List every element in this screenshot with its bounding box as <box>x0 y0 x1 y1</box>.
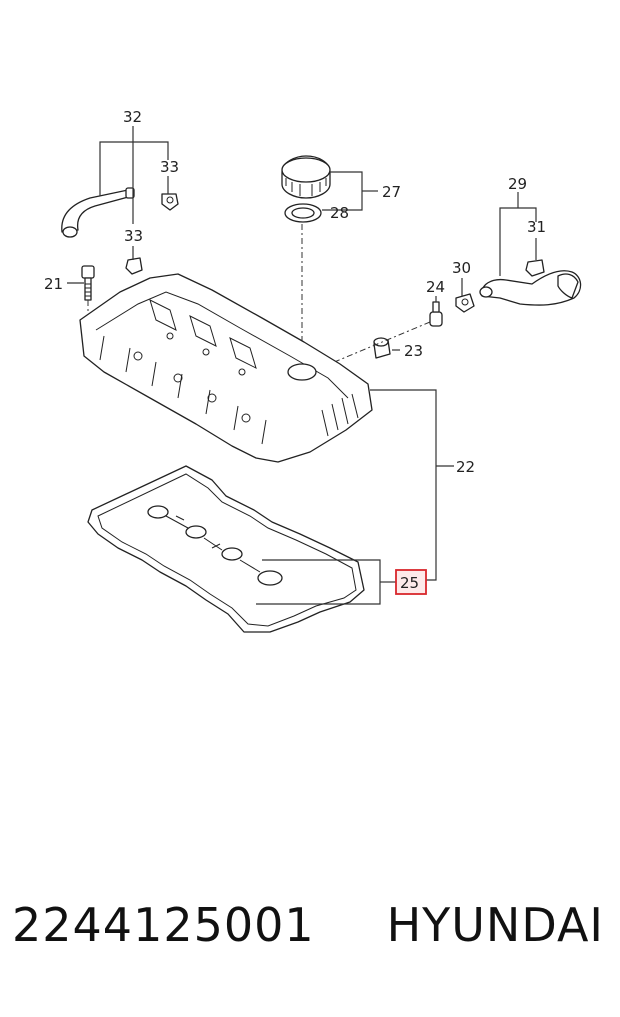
callout-33-upper: 33 <box>160 158 179 176</box>
breather-hose-32 <box>61 187 135 238</box>
callout-24: 24 <box>426 278 445 296</box>
brand-name: HYUNDAI <box>386 898 604 952</box>
callout-22: 22 <box>456 458 475 476</box>
callout-21: 21 <box>44 275 63 293</box>
callout-27: 27 <box>382 183 401 201</box>
callout-31: 31 <box>527 218 546 236</box>
exploded-parts-diagram: 32 33 33 21 27 28 29 31 30 <box>44 108 582 633</box>
part-number: 2244125001 <box>12 898 315 952</box>
footer: 2244125001 HYUNDAI <box>0 898 620 978</box>
grommet-23 <box>373 337 391 359</box>
hose-clamp-31 <box>525 259 545 277</box>
pcv-valve-24 <box>429 301 443 327</box>
cover-gasket-25 <box>87 465 365 633</box>
callout-29: 29 <box>508 175 527 193</box>
callout-25-highlight-box <box>395 569 427 595</box>
hose-clamp-33-upper <box>161 193 179 211</box>
callout-33-lower: 33 <box>124 227 143 245</box>
callout-30: 30 <box>452 259 471 277</box>
callout-25: 25 <box>400 574 419 592</box>
hose-clamp-30 <box>455 293 475 313</box>
hose-clamp-33-lower <box>125 257 143 275</box>
oil-filler-cap-27 <box>281 155 331 199</box>
callout-32: 32 <box>123 108 142 126</box>
cap-gasket-28 <box>284 203 322 223</box>
breather-hose-29 <box>479 270 582 306</box>
callout-23: 23 <box>404 342 423 360</box>
rocker-cover-22 <box>79 273 373 463</box>
callout-28: 28 <box>330 204 349 222</box>
bolt-21 <box>81 265 95 301</box>
